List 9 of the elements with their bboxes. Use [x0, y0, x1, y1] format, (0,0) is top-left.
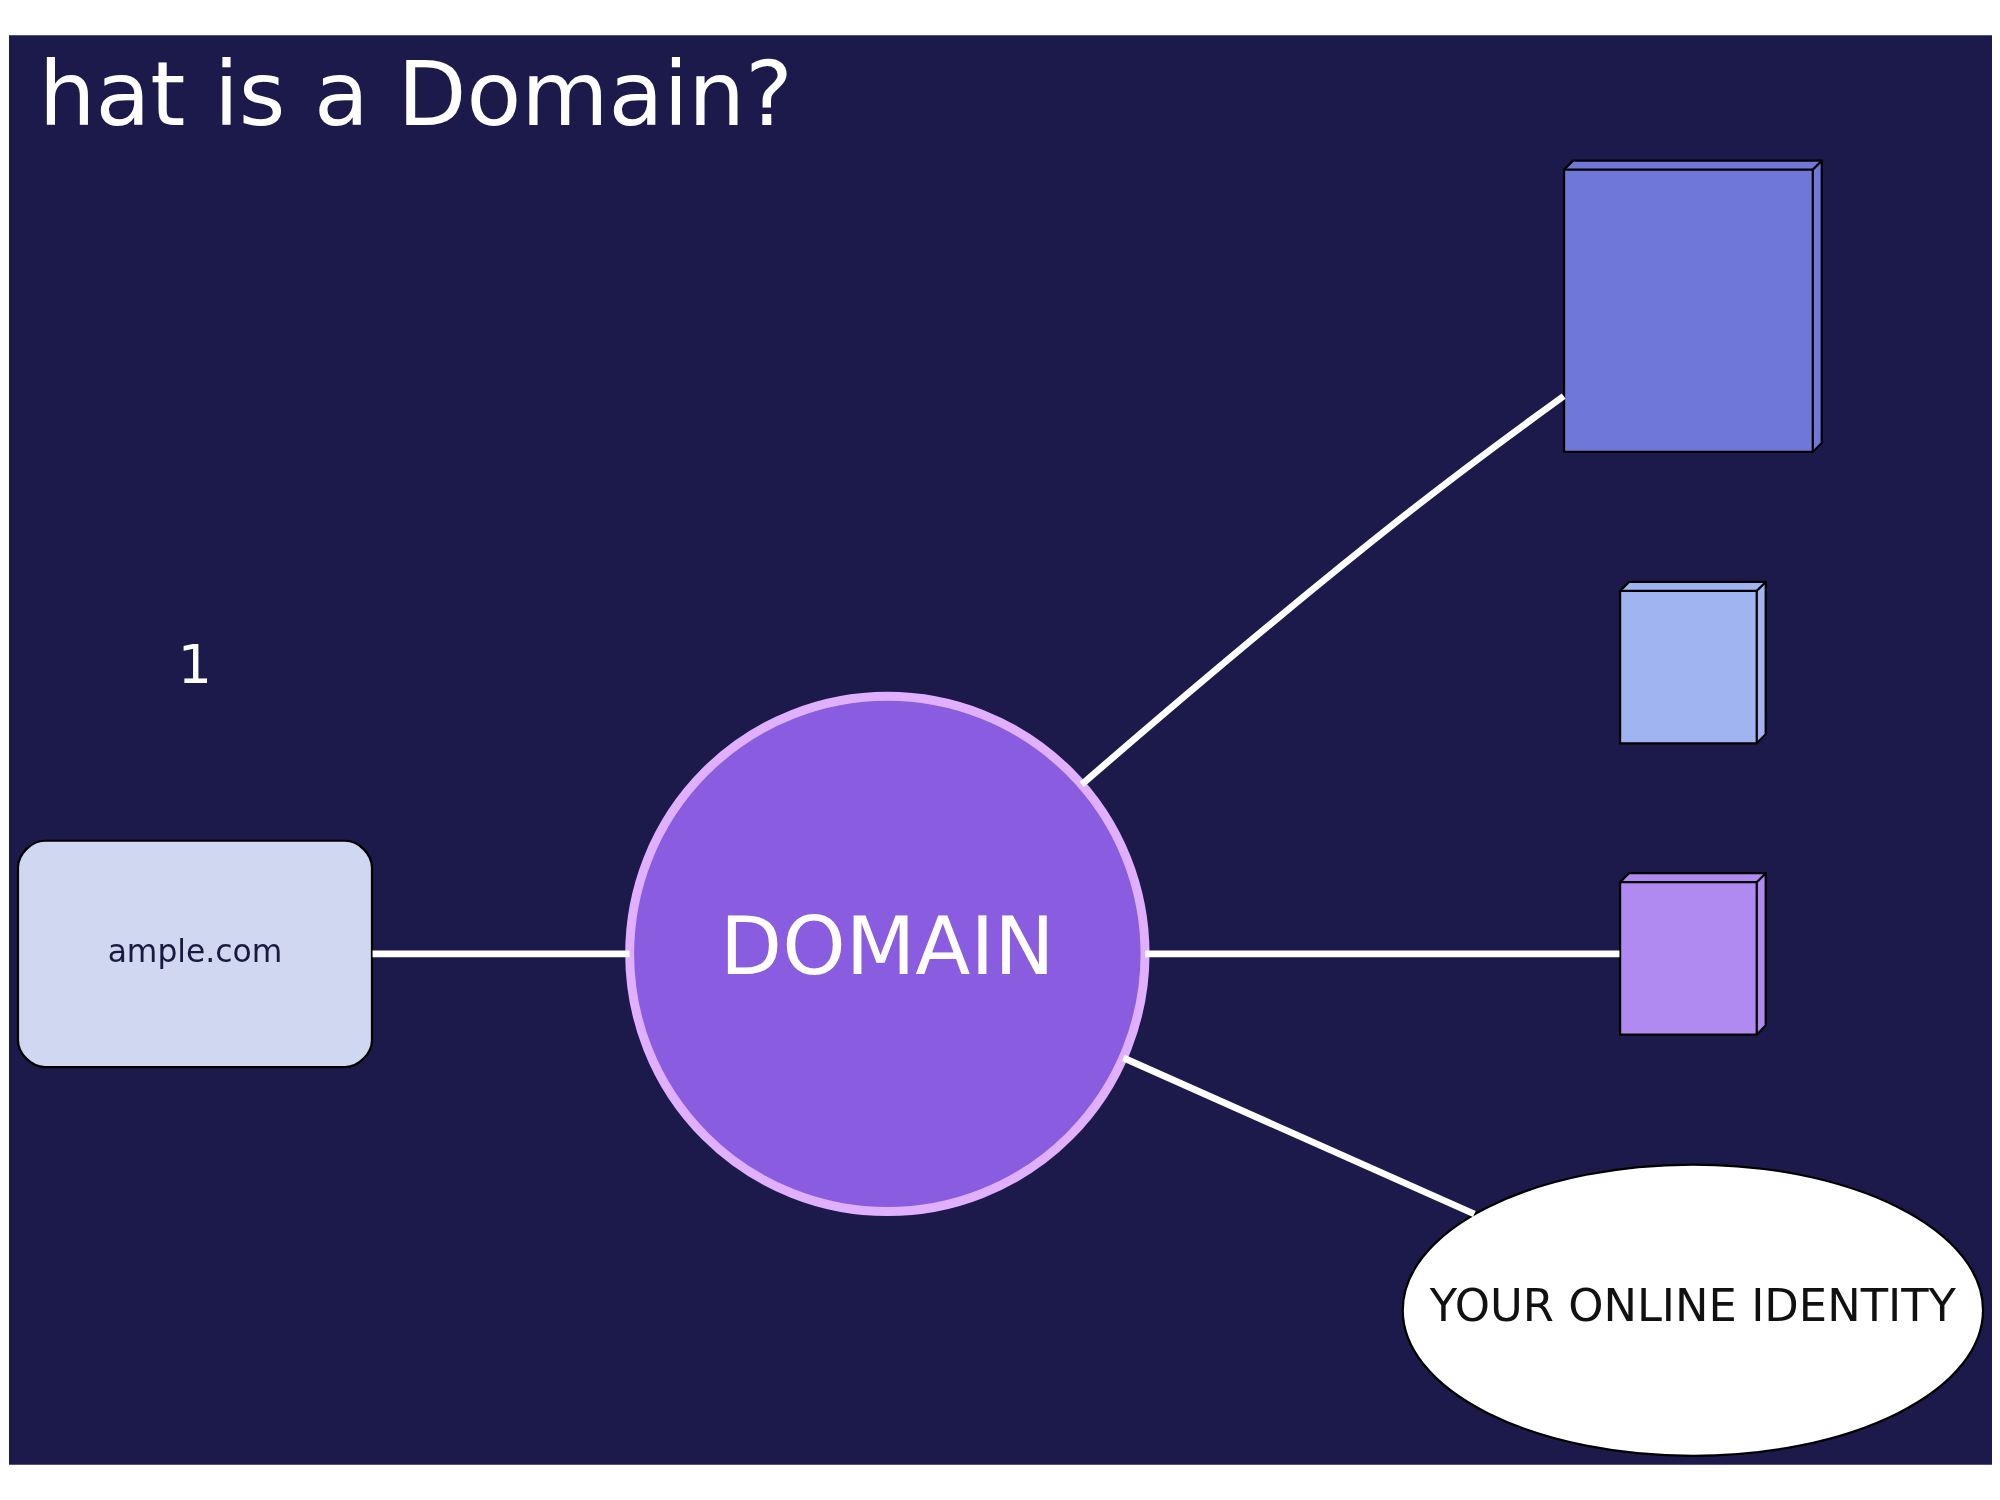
label: 1: [177, 633, 212, 697]
connector: [1079, 393, 1566, 788]
connector: [1144, 950, 1619, 958]
connector: [1121, 1054, 1476, 1218]
node-ellipse: YOUR ONLINE IDENTITY: [1401, 1163, 1984, 1457]
diagram-title: hat is a Domain?: [38, 41, 793, 146]
connector: [372, 950, 630, 958]
node-box: ample.com: [16, 839, 373, 1069]
node-circle: DOMAIN: [624, 691, 1149, 1217]
